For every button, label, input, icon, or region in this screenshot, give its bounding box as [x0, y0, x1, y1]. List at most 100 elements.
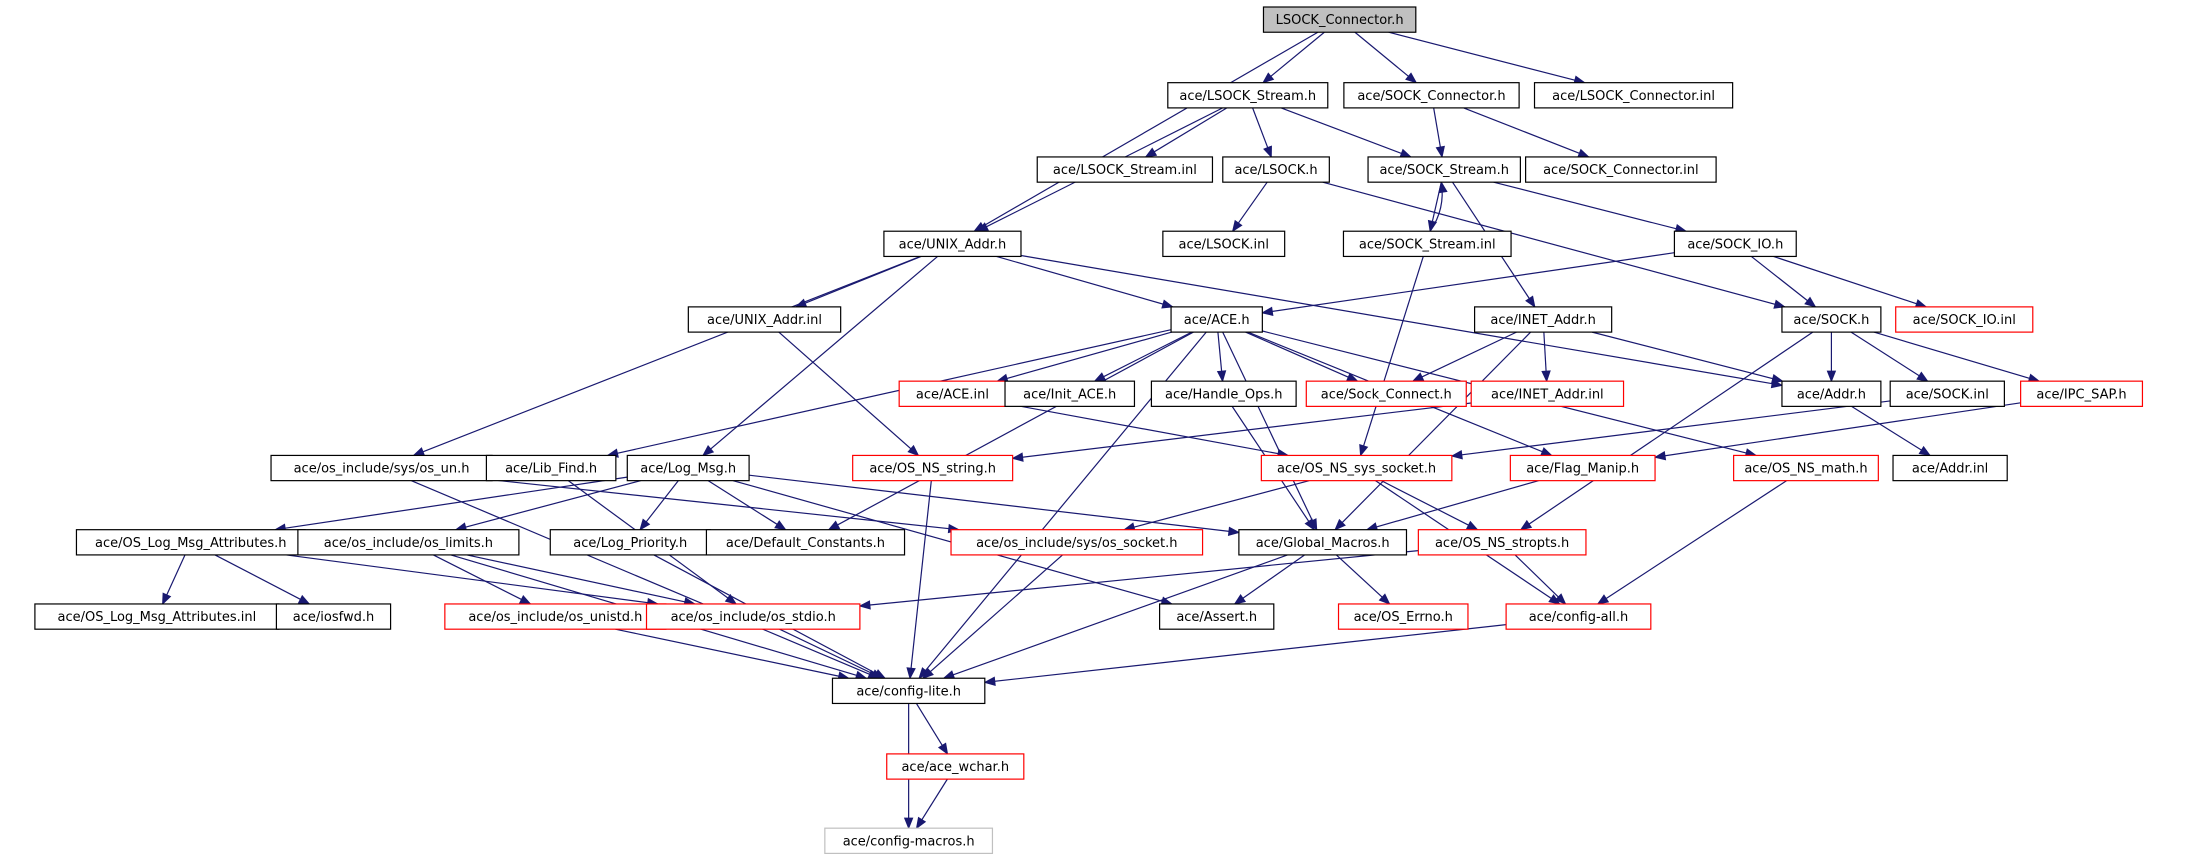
arrowhead-sock_io_h-to-ace_h: [1261, 306, 1274, 317]
node-os-stdio-h[interactable]: ace/os_include/os_stdio.h: [645, 603, 861, 630]
node-label: ace/config-all.h: [1529, 610, 1629, 625]
arrowhead-inet_addr_h-to-sock_connect_h: [1411, 372, 1425, 382]
edge-os_ns_stropts_h-to-os_stdio_h: [859, 550, 1419, 607]
node-label: ace/UNIX_Addr.inl: [707, 313, 822, 328]
node-box: [1533, 82, 1734, 109]
node-lsock-h[interactable]: ace/LSOCK.h: [1222, 156, 1330, 183]
node-label: ace/SOCK.h: [1793, 313, 1869, 328]
node-ace-wchar-h[interactable]: ace/ace_wchar.h: [886, 753, 1025, 780]
edge-os_ns_sys_socket_h-to-os_socket_h: [1124, 480, 1310, 531]
arrowhead-root-to-sock_connector_h: [1405, 72, 1418, 84]
edge-global_macros_h-to-assert_h: [1234, 554, 1306, 605]
node-sock-connect-h[interactable]: ace/Sock_Connect.h: [1305, 380, 1467, 407]
edge-inet_addr_h-to-sock_connect_h: [1412, 331, 1517, 382]
node-lsock-connector-inl[interactable]: ace/LSOCK_Connector.inl: [1533, 82, 1734, 109]
node-sock-inl[interactable]: ace/SOCK.inl: [1889, 380, 2005, 407]
node-label: ace/LSOCK.inl: [1179, 237, 1269, 252]
node-lsock-stream-h[interactable]: ace/LSOCK_Stream.h: [1167, 82, 1329, 109]
arrowhead-inet_addr_h-to-global_macros_h: [1334, 518, 1346, 531]
node-lib-find-h[interactable]: ace/Lib_Find.h: [485, 454, 617, 482]
arrowhead-ace_h-to-handle_ops_h: [1216, 370, 1227, 383]
node-config-macros-h[interactable]: ace/config-macros.h: [824, 827, 994, 854]
arrowhead-global_macros_h-to-assert_h: [1233, 594, 1247, 605]
edge-unix_addr_h-to-os_un_h: [413, 255, 921, 456]
node-box: [852, 454, 1014, 482]
edge-ace_h-to-ace_inl: [997, 331, 1172, 382]
node-unix-addr-h[interactable]: ace/UNIX_Addr.h: [883, 230, 1022, 258]
node-unix-addr-inl[interactable]: ace/UNIX_Addr.inl: [687, 306, 842, 333]
node-label: ace/config-lite.h: [856, 684, 961, 699]
node-sock-stream-inl[interactable]: ace/SOCK_Stream.inl: [1342, 230, 1512, 258]
node-global-macros-h[interactable]: ace/Global_Macros.h: [1238, 529, 1408, 556]
arrowhead-global_macros_h-to-os_errno_h: [1378, 593, 1391, 605]
node-label: ace/UNIX_Addr.h: [899, 237, 1007, 252]
node-os-log-msg-attr-inl[interactable]: ace/OS_Log_Msg_Attributes.inl: [34, 603, 280, 630]
node-box: [1781, 306, 1882, 333]
node-config-all-h[interactable]: ace/config-all.h: [1505, 603, 1652, 630]
node-box: [1337, 603, 1469, 630]
node-sock-connector-inl[interactable]: ace/SOCK_Connector.inl: [1525, 156, 1717, 183]
arrowhead-os_log_msg_attr_h-to-os_log_msg_attr_inl: [162, 592, 172, 606]
node-os-errno-h[interactable]: ace/OS_Errno.h: [1337, 603, 1469, 630]
node-inet-addr-inl[interactable]: ace/INET_Addr.inl: [1470, 380, 1625, 407]
node-init-ace-h[interactable]: ace/Init_ACE.h: [1004, 380, 1136, 407]
node-handle-ops-h[interactable]: ace/Handle_Ops.h: [1150, 380, 1297, 407]
node-sock-stream-h[interactable]: ace/SOCK_Stream.h: [1367, 156, 1521, 183]
edge-lsock_stream_h-to-sock_stream_h: [1280, 107, 1412, 158]
arrowhead-ace_h-to-flag_manip_h: [1540, 447, 1553, 456]
node-os-ns-math-h[interactable]: ace/OS_NS_math.h: [1733, 454, 1879, 482]
node-lsock-stream-inl[interactable]: ace/LSOCK_Stream.inl: [1036, 156, 1214, 183]
arrowhead-log_msg_h-to-default_constants_h: [774, 520, 787, 531]
node-box: [1470, 380, 1625, 407]
node-flag-manip-h[interactable]: ace/Flag_Manip.h: [1509, 454, 1656, 482]
edge-ace_h-to-lib_find_h: [607, 329, 1172, 457]
node-box: [270, 454, 493, 482]
node-label: ace/OS_Log_Msg_Attributes.h: [95, 536, 286, 551]
arrowhead-inet_addr_h-to-inet_addr_inl: [1541, 370, 1551, 383]
node-os-unistd-h[interactable]: ace/os_include/os_unistd.h: [444, 603, 667, 630]
edge-os_limits_h-to-os_unistd_h: [433, 554, 531, 605]
node-label: ace/LSOCK.h: [1234, 163, 1317, 178]
node-box: [34, 603, 280, 630]
node-os-un-h[interactable]: ace/os_include/sys/os_un.h: [270, 454, 493, 482]
node-assert-h[interactable]: ace/Assert.h: [1159, 603, 1275, 630]
node-box: [1150, 380, 1297, 407]
edge-addr_h-to-addr_inl: [1851, 405, 1931, 456]
node-box: [886, 753, 1025, 780]
node-config-lite-h[interactable]: ace/config-lite.h: [831, 677, 986, 705]
node-sock-connector-h[interactable]: ace/SOCK_Connector.h: [1343, 82, 1520, 109]
node-log-priority-h[interactable]: ace/Log_Priority.h: [549, 529, 711, 556]
node-os-socket-h[interactable]: ace/os_include/sys/os_socket.h: [950, 529, 1204, 556]
node-os-limits-h[interactable]: ace/os_include/os_limits.h: [297, 529, 520, 556]
node-os-ns-stropts-h[interactable]: ace/OS_NS_stropts.h: [1417, 529, 1587, 556]
node-default-constants-h[interactable]: ace/Default_Constants.h: [705, 529, 906, 556]
edge-unix_addr_h-to-ace_h: [996, 255, 1173, 308]
edge-sock_h-to-sock_inl: [1850, 331, 1928, 382]
arrowhead-lsock_h-to-sock_h: [1773, 299, 1787, 309]
node-label: ace/OS_NS_stropts.h: [1435, 536, 1569, 551]
arrowhead-os_ns_string_h-to-config_lite_h: [906, 667, 916, 680]
node-log-msg-h[interactable]: ace/Log_Msg.h: [626, 454, 750, 482]
arrowhead-sock_io_h-to-sock_h: [1804, 296, 1817, 308]
arrowhead-os_ns_stropts_h-to-config_all_h: [1554, 593, 1567, 605]
node-iosfwd-h[interactable]: ace/iosfwd.h: [275, 603, 392, 630]
node-os-log-msg-attr-h[interactable]: ace/OS_Log_Msg_Attributes.h: [75, 529, 306, 556]
node-addr-h[interactable]: ace/Addr.h: [1781, 380, 1882, 407]
node-lsock-inl[interactable]: ace/LSOCK.inl: [1162, 230, 1286, 258]
node-os-ns-string-h[interactable]: ace/OS_NS_string.h: [852, 454, 1014, 482]
node-sock-h[interactable]: ace/SOCK.h: [1781, 306, 1882, 333]
edge-ace_h-to-default_constants_h: [828, 331, 1194, 531]
node-sock-io-inl[interactable]: ace/SOCK_IO.inl: [1895, 306, 2034, 333]
node-sock-io-h[interactable]: ace/SOCK_IO.h: [1673, 230, 1797, 258]
node-label: ace/iosfwd.h: [293, 610, 374, 625]
node-label: ace/SOCK_Stream.h: [1379, 163, 1509, 178]
node-ipc-sap-h[interactable]: ace/IPC_SAP.h: [2020, 380, 2144, 407]
node-os-ns-sys-socket-h[interactable]: ace/OS_NS_sys_socket.h: [1260, 454, 1453, 482]
node-label: ace/Log_Priority.h: [573, 536, 687, 551]
node-inet-addr-h[interactable]: ace/INET_Addr.h: [1473, 306, 1613, 333]
node-label: ace/INET_Addr.inl: [1491, 387, 1604, 402]
node-ace-h[interactable]: ace/ACE.h: [1170, 306, 1263, 333]
node-label: ace/Init_ACE.h: [1023, 387, 1116, 402]
node-ace-inl[interactable]: ace/ACE.inl: [898, 380, 1007, 407]
node-addr-inl[interactable]: ace/Addr.inl: [1892, 454, 2008, 482]
